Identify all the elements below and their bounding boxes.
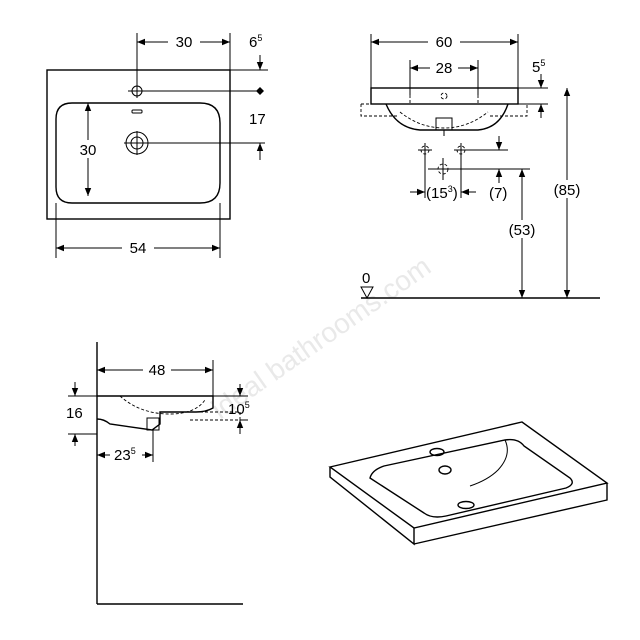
perspective-view: [328, 421, 609, 546]
basin-front-bowl: [385, 103, 509, 131]
dim-rim-height: (85): [554, 182, 581, 199]
dim-rim-thickness: 55: [532, 58, 545, 76]
dim-fixing-spacing: 28: [436, 60, 453, 77]
dim-waste-drop: (7): [489, 185, 507, 202]
top-view: 30 65 17 30 54: [46, 32, 268, 258]
floor-level-marker: [360, 286, 374, 300]
dim-bowl-depth: 30: [80, 142, 97, 159]
dim-width-total: 54: [130, 240, 147, 257]
dim-waste-height: (53): [509, 222, 536, 239]
bowl-outline-top: [55, 102, 221, 204]
overflow-slot: [131, 109, 143, 114]
side-view: 48 16 105 235: [66, 342, 250, 605]
basin-side-profile: [96, 395, 214, 431]
waste-3d: [457, 500, 475, 510]
dim-waste-projection: 235: [114, 446, 136, 464]
dim-tap-edge: 65: [249, 33, 262, 51]
basin-bowl: [369, 438, 573, 518]
dim-tap-offset: 30: [176, 34, 193, 51]
overflow-3d: [438, 465, 452, 475]
front-view: 60 28 55 (153) (7) (53) (8: [360, 32, 600, 300]
dim-width-outer: 60: [436, 34, 453, 51]
tap-hole-3d: [429, 447, 445, 457]
dim-waste-spacing: (153): [426, 184, 458, 202]
dim-inner-height: 105: [228, 400, 250, 418]
basin-front-rim: [370, 87, 519, 105]
floor-level-label: 0: [362, 270, 370, 287]
basin-outline-top: [46, 69, 231, 220]
watermark-text: ideal bathrooms.com: [206, 250, 437, 424]
dim-projection: 48: [149, 362, 166, 379]
waste-symbols: [418, 143, 468, 180]
dim-waste-offset: 17: [249, 111, 266, 128]
dim-height: 16: [66, 405, 83, 422]
